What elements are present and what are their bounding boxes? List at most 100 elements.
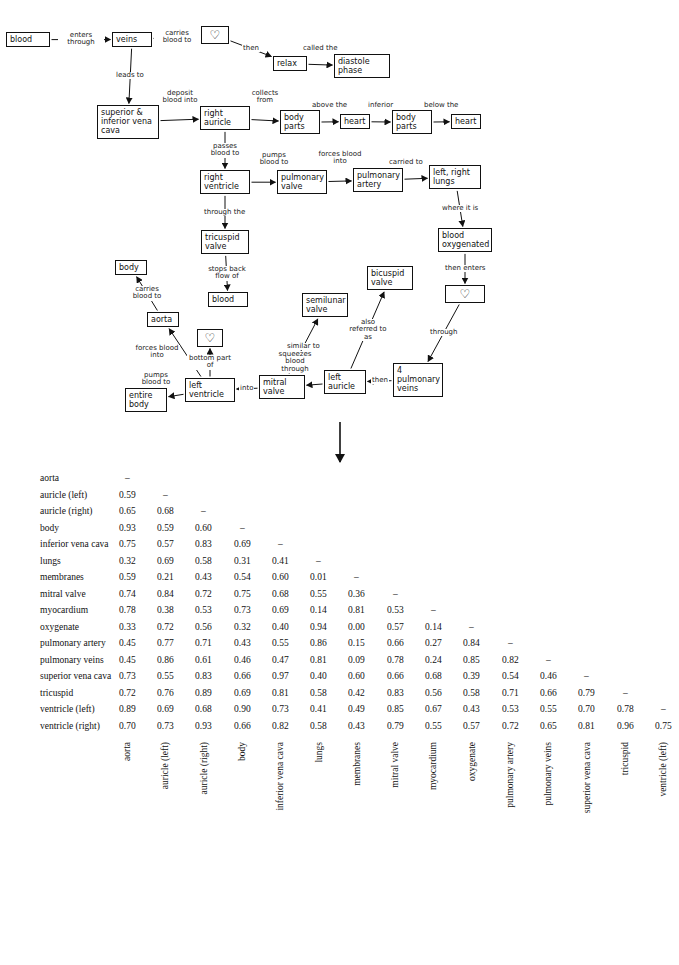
link-label: into	[239, 385, 254, 392]
concept-box: pulmonary valve	[277, 170, 327, 194]
concept-text: right ventricle	[204, 173, 246, 191]
link-label: above the	[311, 102, 348, 109]
matrix-value: 0.57	[157, 538, 174, 550]
matrix-value: 0.89	[119, 703, 136, 715]
connector-arrow	[231, 41, 272, 57]
matrix-value: 0.75	[234, 588, 251, 600]
matrix-value: 0.43	[348, 720, 365, 732]
column-label: mitral valve	[389, 742, 401, 788]
row-label: lungs	[40, 555, 61, 567]
matrix-value: 0.41	[310, 703, 327, 715]
link-label: then	[371, 377, 389, 384]
matrix-value: 0.66	[540, 687, 557, 699]
concept-box: heart	[451, 114, 481, 129]
diagonal-dash: –	[661, 703, 666, 715]
link-label: collects from	[242, 90, 288, 105]
diagonal-dash: –	[163, 489, 168, 501]
heart-symbol: ♡	[205, 29, 225, 41]
row-label: body	[40, 522, 59, 534]
connector-arrow	[169, 394, 184, 396]
matrix-value: 0.59	[119, 489, 136, 501]
matrix-value: 0.72	[119, 687, 136, 699]
matrix-value: 0.73	[272, 703, 289, 715]
link-label: pumps blood to	[251, 152, 297, 167]
matrix-value: 0.65	[540, 720, 557, 732]
concept-box: body	[115, 260, 147, 275]
connector-arrow	[322, 121, 339, 122]
matrix-value: 0.69	[234, 687, 251, 699]
matrix-value: 0.55	[425, 720, 442, 732]
link-label: leads to	[115, 72, 145, 79]
diagonal-dash: –	[584, 670, 589, 682]
matrix-value: 0.65	[119, 505, 136, 517]
matrix-value: 0.83	[387, 687, 404, 699]
row-label: inferior vena cava	[40, 538, 109, 550]
matrix-value: 0.40	[272, 621, 289, 633]
concept-text: pulmonary artery	[357, 171, 399, 189]
diagonal-dash: –	[623, 687, 628, 699]
link-label: stops back flow of	[204, 266, 250, 281]
diagonal-dash: –	[431, 604, 436, 616]
concept-box: body parts	[280, 110, 320, 134]
diagonal-dash: –	[316, 555, 321, 567]
heart-box: ♡	[445, 285, 485, 303]
row-label: myocardium	[40, 604, 88, 616]
matrix-value: 0.59	[157, 522, 174, 534]
matrix-value: 0.15	[348, 637, 365, 649]
matrix-value: 0.14	[425, 621, 442, 633]
matrix-value: 0.59	[119, 571, 136, 583]
matrix-value: 0.74	[119, 588, 136, 600]
connector-arrow	[161, 119, 199, 120]
matrix-value: 0.33	[119, 621, 136, 633]
link-label: through	[429, 329, 459, 336]
row-label: pulmonary veins	[40, 654, 104, 666]
row-label: tricuspid	[40, 687, 73, 699]
row-label: auricle (right)	[40, 505, 93, 517]
link-label: then enters	[444, 265, 486, 272]
matrix-value: 0.09	[348, 654, 365, 666]
matrix-value: 0.42	[348, 687, 365, 699]
matrix-value: 0.85	[463, 654, 480, 666]
matrix-value: 0.24	[425, 654, 442, 666]
column-label: superior vena cava	[581, 742, 593, 813]
matrix-value: 0.71	[195, 637, 212, 649]
matrix-value: 0.43	[463, 703, 480, 715]
matrix-value: 0.68	[272, 588, 289, 600]
diagonal-dash: –	[278, 538, 283, 550]
link-label: enters through	[58, 32, 104, 47]
matrix-value: 0.76	[157, 687, 174, 699]
link-label: called the	[302, 45, 339, 52]
matrix-value: 0.55	[540, 703, 557, 715]
diagonal-dash: –	[125, 472, 130, 484]
matrix-value: 0.72	[195, 588, 212, 600]
row-label: mitral valve	[40, 588, 86, 600]
concept-text: semilunar valve	[306, 296, 344, 314]
matrix-value: 0.85	[387, 703, 404, 715]
link-label: squeezes blood through	[272, 351, 318, 373]
matrix-value: 0.78	[387, 654, 404, 666]
concept-box: left ventricle	[185, 378, 235, 402]
matrix-value: 0.86	[157, 654, 174, 666]
matrix-value: 0.56	[425, 687, 442, 699]
concept-box: semilunar valve	[302, 293, 348, 317]
concept-box: blood oxygenated	[438, 228, 492, 252]
matrix-value: 0.54	[234, 571, 251, 583]
heart-box: ♡	[201, 26, 229, 44]
link-label: deposit blood into	[157, 90, 203, 105]
heart-box: ♡	[197, 329, 223, 347]
row-label: ventricle (right)	[40, 720, 100, 732]
concept-text: entire body	[129, 391, 163, 409]
matrix-value: 0.55	[310, 588, 327, 600]
concept-box: left, right lungs	[429, 165, 481, 189]
matrix-value: 0.60	[348, 670, 365, 682]
matrix-value: 0.46	[540, 670, 557, 682]
matrix-value: 0.45	[119, 637, 136, 649]
connector-arrow	[428, 305, 459, 362]
matrix-value: 0.83	[195, 538, 212, 550]
column-label: lungs	[313, 742, 325, 763]
matrix-value: 0.57	[463, 720, 480, 732]
heart-symbol: ♡	[449, 288, 481, 300]
matrix-value: 0.55	[157, 670, 174, 682]
